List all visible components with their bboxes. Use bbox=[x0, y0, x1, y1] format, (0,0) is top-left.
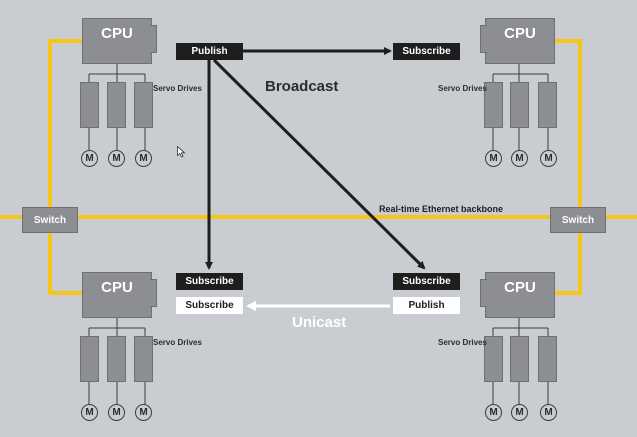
servo-drive bbox=[134, 82, 153, 128]
servo-drive bbox=[80, 82, 99, 128]
cpu-label: CPU bbox=[101, 25, 133, 42]
motor-icon: M bbox=[81, 404, 98, 421]
motor-icon: M bbox=[485, 404, 502, 421]
servo-drive bbox=[107, 336, 126, 382]
cpu-label: CPU bbox=[504, 279, 536, 296]
servo-drive bbox=[510, 82, 529, 128]
arrow-to-right-lower-subscribe bbox=[212, 58, 426, 270]
switch-left: Switch bbox=[22, 207, 78, 233]
publish-tag-top: Publish bbox=[176, 43, 243, 60]
publish-tag-bottom-right: Publish bbox=[393, 297, 460, 314]
motor-icon: M bbox=[540, 404, 557, 421]
servo-drives-label: Servo Drives bbox=[153, 338, 202, 347]
backbone-label: Real-time Ethernet backbone bbox=[379, 204, 504, 214]
servo-drive bbox=[107, 82, 126, 128]
motor-icon: M bbox=[135, 150, 152, 167]
servo-drives-label: Servo Drives bbox=[438, 338, 487, 347]
subscribe-tag-bottom-right: Subscribe bbox=[393, 273, 460, 290]
motor-icon: M bbox=[135, 404, 152, 421]
left-upper-link bbox=[48, 39, 82, 207]
servo-drive bbox=[80, 336, 99, 382]
broadcast-label: Broadcast bbox=[265, 78, 339, 95]
motor-icon: M bbox=[81, 150, 98, 167]
right-upper-link bbox=[555, 39, 582, 207]
right-lower-link bbox=[555, 233, 582, 295]
mouse-pointer-icon bbox=[177, 146, 186, 158]
servo-drives-label: Servo Drives bbox=[438, 84, 487, 93]
cpu-top-right: CPU bbox=[480, 18, 555, 64]
cpu-bottom-left: CPU bbox=[82, 272, 157, 318]
cpu-bottom-right: CPU bbox=[480, 272, 555, 318]
motor-icon: M bbox=[511, 150, 528, 167]
servo-drive bbox=[484, 82, 503, 128]
drive-wiring bbox=[88, 64, 549, 404]
motor-icon: M bbox=[511, 404, 528, 421]
servo-drive bbox=[484, 336, 503, 382]
servo-drives-label: Servo Drives bbox=[153, 84, 202, 93]
servo-drive bbox=[510, 336, 529, 382]
motor-icon: M bbox=[108, 150, 125, 167]
servo-drive bbox=[134, 336, 153, 382]
motor-icon: M bbox=[108, 404, 125, 421]
ethernet-lines bbox=[0, 39, 637, 295]
subscribe-tag-top-right: Subscribe bbox=[393, 43, 460, 60]
left-lower-link bbox=[48, 233, 82, 295]
cpu-top-left: CPU bbox=[82, 18, 157, 64]
subscribe-tag-unicast: Subscribe bbox=[176, 297, 243, 314]
subscribe-tag-bottom-left: Subscribe bbox=[176, 273, 243, 290]
broadcast-arrows bbox=[205, 47, 426, 270]
unicast-label: Unicast bbox=[292, 314, 347, 331]
motor-icon: M bbox=[540, 150, 557, 167]
cpu-label: CPU bbox=[101, 279, 133, 296]
servo-drive bbox=[538, 336, 557, 382]
cpu-label: CPU bbox=[504, 25, 536, 42]
switch-right: Switch bbox=[550, 207, 606, 233]
servo-drive bbox=[538, 82, 557, 128]
motor-icon: M bbox=[485, 150, 502, 167]
